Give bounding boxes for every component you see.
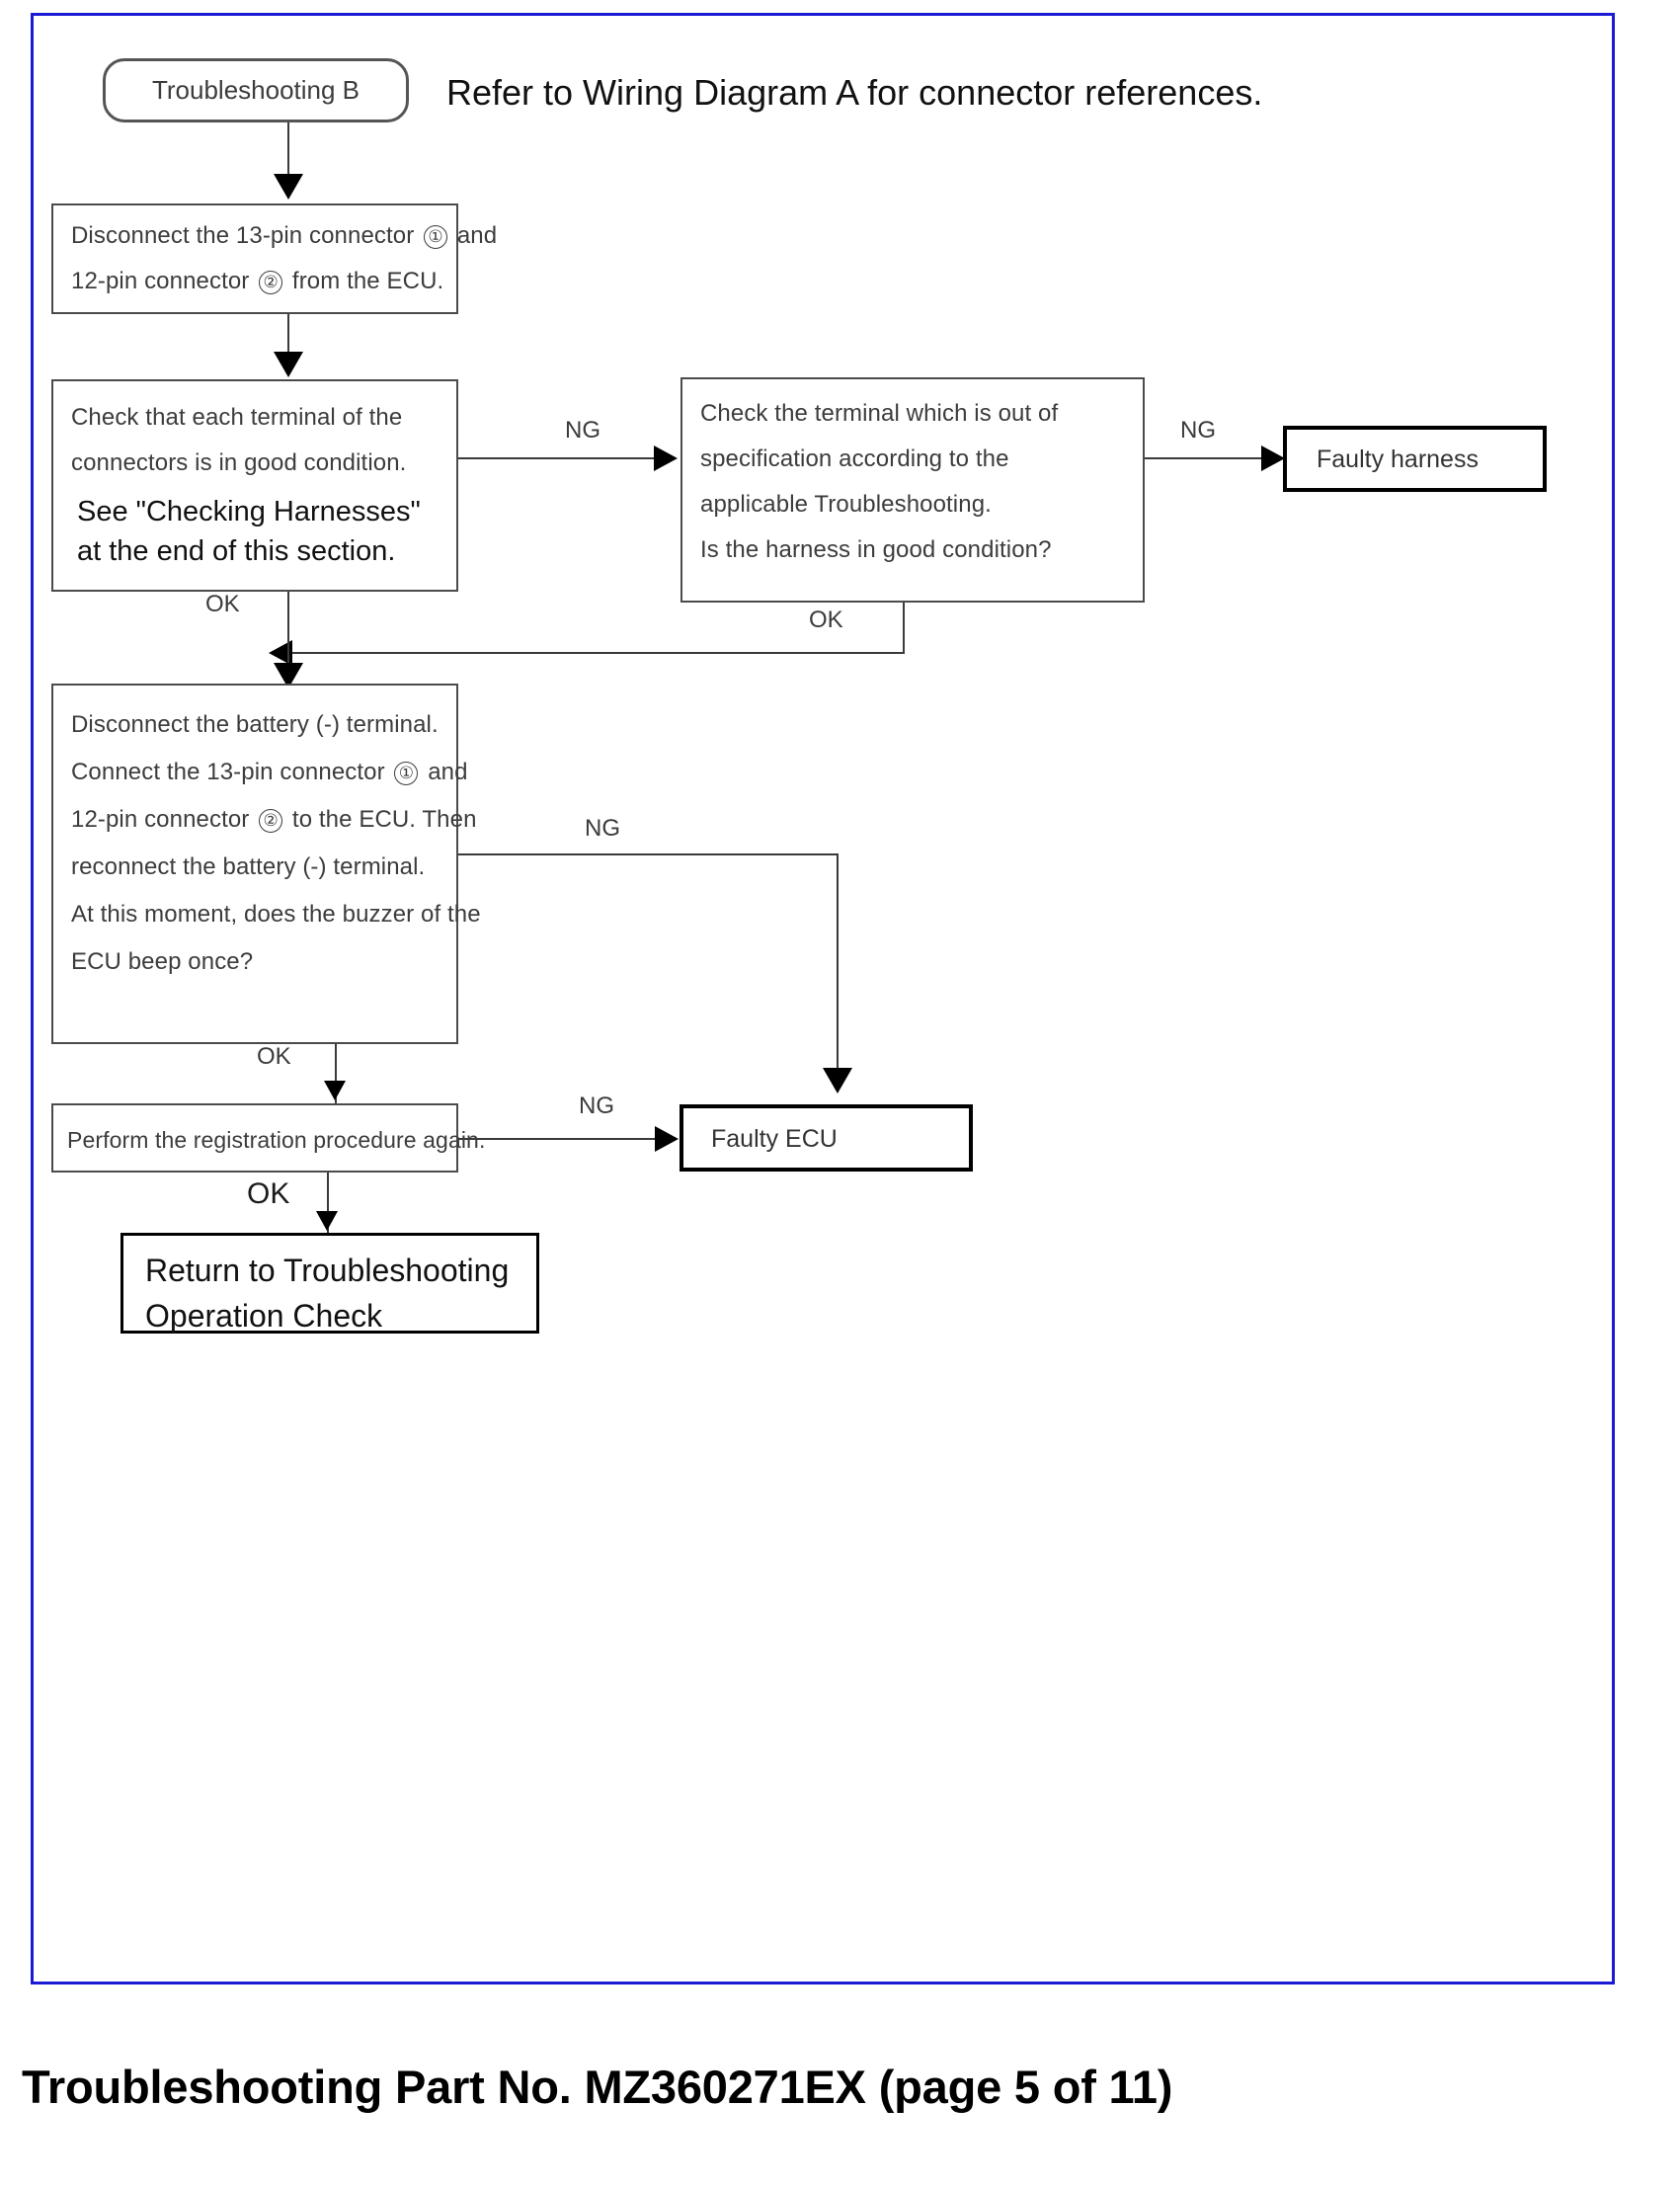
node-label: Perform the registration procedure again…: [67, 1127, 486, 1153]
node-line: Operation Check: [145, 1298, 383, 1334]
edge-label-ok-terminals: OK: [205, 591, 240, 617]
circled-number-1: ①: [394, 762, 419, 785]
node-check-out-of-spec[interactable]: Check the terminal which is out of speci…: [680, 377, 1145, 603]
node-reconnect-battery[interactable]: Disconnect the battery (-) terminal. Con…: [51, 684, 481, 1044]
edge-label-ok-buzzer: OK: [257, 1043, 291, 1070]
text-part: to the ECU. Then: [285, 806, 477, 833]
arrowhead-check-ng-to-outofspec: [654, 446, 678, 471]
node-line: See "Checking Harnesses": [77, 496, 421, 527]
edge-label-ng-registration: NG: [579, 1093, 614, 1119]
node-check-terminals[interactable]: Check that each terminal of the connecto…: [51, 379, 458, 592]
node-line: Is the harness in good condition?: [700, 536, 1052, 563]
edge-label-ok-registration: OK: [247, 1177, 290, 1210]
text-part: Connect the 13-pin connector: [71, 759, 392, 785]
node-line: Disconnect the battery (-) terminal.: [71, 711, 439, 738]
node-line: Check the terminal which is out of: [700, 400, 1059, 427]
page-border-frame: Troubleshooting B Refer to Wiring Diagra…: [31, 13, 1615, 1984]
arrowhead-start-to-disconnect: [274, 174, 303, 200]
connector-disconnect-to-check: [287, 314, 289, 364]
edge-label-ok-harness: OK: [809, 607, 843, 633]
circled-number-1: ①: [424, 225, 448, 249]
node-line: Connect the 13-pin connector ① and: [71, 749, 467, 796]
node-line: connectors is in good condition.: [71, 449, 407, 476]
start-node-label: Troubleshooting B: [151, 75, 360, 105]
node-line: ECU beep once?: [71, 948, 254, 975]
connector-reconnect-ok-down: [335, 1044, 337, 1105]
text-part: 12-pin connector: [71, 268, 257, 294]
connector-outofspec-ok-left: [292, 652, 905, 654]
node-line: 12-pin connector ② to the ECU. Then: [71, 796, 476, 844]
arrowhead-reconnect-ng-to-faulty-ecu: [823, 1068, 852, 1094]
text-part: and: [421, 759, 468, 785]
circled-number-2: ②: [259, 809, 283, 833]
node-line: Check that each terminal of the: [71, 404, 403, 431]
connector-registration-ng-to-faulty-ecu: [458, 1138, 661, 1140]
arrowhead-outofspec-ng-to-faulty-harness: [1261, 446, 1285, 471]
start-node-troubleshooting-b[interactable]: Troubleshooting B: [103, 58, 409, 122]
node-line: applicable Troubleshooting.: [700, 491, 992, 518]
node-line: Return to Troubleshooting: [145, 1253, 510, 1288]
connector-outofspec-ng-to-faulty-harness: [1145, 457, 1268, 459]
edge-label-ng-terminals: NG: [565, 417, 600, 444]
node-faulty-harness[interactable]: Faulty harness: [1283, 426, 1547, 492]
node-disconnect-connectors[interactable]: Disconnect the 13-pin connector ① and 12…: [51, 203, 497, 314]
arrowhead-registration-ok-to-return: [316, 1211, 338, 1231]
connector-reconnect-ng-down: [837, 853, 839, 1083]
connector-check-ng-to-outofspec: [458, 457, 661, 459]
node-label: Faulty ECU: [711, 1125, 838, 1153]
node-line: specification according to the: [700, 446, 1009, 472]
node-line: 12-pin connector ② from the ECU.: [71, 259, 443, 304]
text-part: 12-pin connector: [71, 806, 257, 833]
node-registration-procedure[interactable]: Perform the registration procedure again…: [51, 1103, 486, 1173]
connector-check-ok-down: [287, 592, 289, 686]
connector-start-to-disconnect: [287, 122, 289, 182]
node-line: At this moment, does the buzzer of the: [71, 901, 481, 928]
connector-reconnect-ng-right: [458, 853, 839, 855]
node-label: Faulty harness: [1317, 446, 1479, 473]
text-part: Disconnect the 13-pin connector: [71, 222, 422, 249]
edge-label-ng-buzzer: NG: [585, 815, 620, 842]
arrowhead-reconnect-ok-to-registration: [324, 1081, 346, 1100]
wiring-diagram-note: Refer to Wiring Diagram A for connector …: [446, 72, 1263, 113]
text-part: and: [450, 222, 498, 249]
node-return-operation-check[interactable]: Return to Troubleshooting Operation Chec…: [120, 1233, 539, 1334]
edge-label-ng-harness: NG: [1180, 417, 1216, 444]
arrowhead-registration-ng-to-faulty-ecu: [655, 1126, 679, 1152]
node-line: reconnect the battery (-) terminal.: [71, 853, 426, 880]
node-faulty-ecu[interactable]: Faulty ECU: [680, 1104, 973, 1172]
node-line: Disconnect the 13-pin connector ① and: [71, 213, 497, 259]
connector-registration-ok-down: [327, 1173, 329, 1234]
arrowhead-disconnect-to-check: [274, 352, 303, 377]
text-part: from the ECU.: [285, 268, 444, 294]
connector-outofspec-ok-down: [903, 603, 905, 654]
footer-caption: Troubleshooting Part No. MZ360271EX (pag…: [22, 2061, 1173, 2113]
circled-number-2: ②: [259, 271, 283, 294]
node-line: at the end of this section.: [77, 535, 396, 567]
